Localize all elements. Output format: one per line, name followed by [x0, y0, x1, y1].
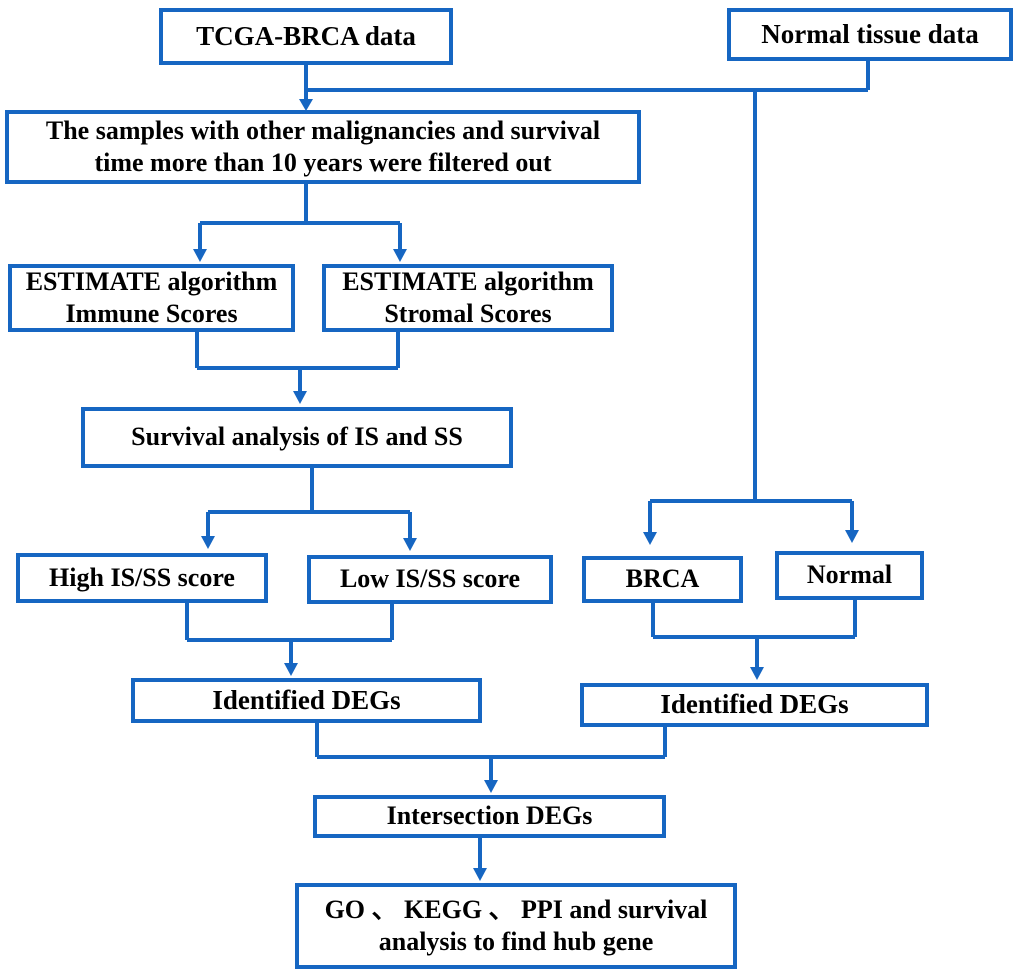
edge-tcga-to-filter [299, 63, 313, 111]
node-sample-filter: The samples with other malignancies and … [5, 110, 641, 184]
node-label-line1: ESTIMATE algorithm [25, 266, 278, 296]
edge-identified-to-intersection [315, 722, 667, 793]
node-label: Low IS/SS score [339, 564, 521, 594]
node-label: Survival analysis of IS and SS [131, 422, 463, 452]
node-estimate-immune-scores: ESTIMATE algorithm Immune Scores [8, 264, 295, 332]
node-intersection-degs: Intersection DEGs [313, 795, 666, 838]
node-label: Normal [806, 560, 893, 590]
node-label-line1: ESTIMATE algorithm [342, 266, 594, 296]
node-identified-degs-right: Identified DEGs [580, 683, 929, 727]
node-label: Normal tissue data [761, 18, 979, 49]
node-label: Intersection DEGs [386, 801, 593, 831]
node-survival-analysis: Survival analysis of IS and SS [81, 407, 513, 468]
node-identified-degs-left: Identified DEGs [131, 678, 482, 723]
edge-filter-to-estimate [193, 184, 407, 262]
node-brca: BRCA [582, 556, 743, 603]
edge-split-brca-normal [643, 499, 859, 545]
node-label: Identified DEGs [212, 684, 401, 715]
node-label-line1: The samples with other malignancies and … [45, 115, 601, 145]
node-label-line1: GO 、 KEGG 、 PPI and survival [324, 894, 708, 924]
edge-estimate-to-survival [195, 331, 400, 404]
node-normal: Normal [775, 551, 924, 600]
node-estimate-stromal-scores: ESTIMATE algorithm Stromal Scores [322, 264, 614, 332]
edge-brca-normal-to-identified-right [651, 599, 857, 680]
node-high-is-ss-score: High IS/SS score [16, 553, 268, 603]
node-label-line2: Stromal Scores [384, 299, 552, 328]
node-label: Identified DEGs [660, 689, 849, 720]
node-label-line2: Immune Scores [65, 299, 238, 328]
node-low-is-ss-score: Low IS/SS score [307, 555, 553, 604]
node-label: BRCA [625, 564, 700, 594]
node-label: TCGA-BRCA data [196, 20, 416, 51]
edge-scores-to-identified-left [185, 602, 394, 676]
node-go-kegg-ppi-analysis: GO 、 KEGG 、 PPI and survival analysis to… [295, 883, 737, 969]
node-label: High IS/SS score [49, 562, 235, 592]
node-normal-tissue-data: Normal tissue data [727, 8, 1013, 61]
edge-survival-to-scores [201, 467, 417, 551]
edge-intersection-to-final [473, 837, 487, 881]
node-label-line2: analysis to find hub gene [378, 927, 654, 956]
node-tcga-brca-data: TCGA-BRCA data [159, 8, 453, 65]
node-label-line2: time more than 10 years were filtered ou… [94, 148, 552, 177]
